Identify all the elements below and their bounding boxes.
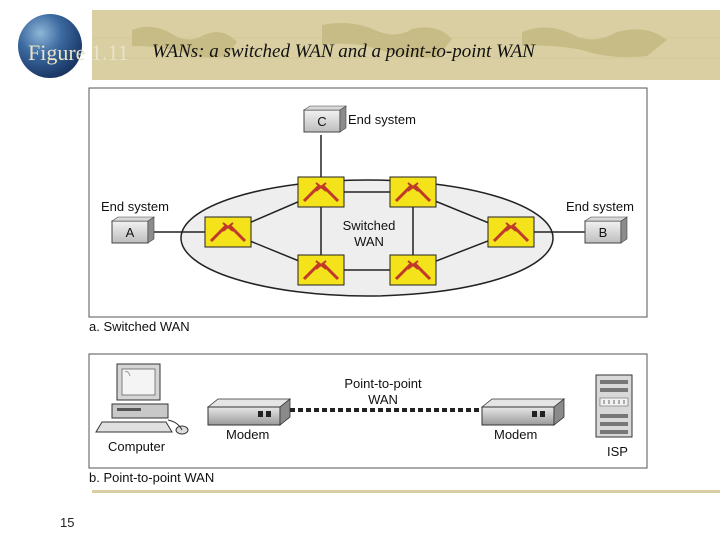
panel-a-caption: a. Switched WAN xyxy=(89,319,190,334)
isp-label: ISP xyxy=(607,444,628,459)
wan-switch xyxy=(204,216,252,248)
bottom-rule xyxy=(92,490,720,493)
switched-wan-cloud xyxy=(180,179,554,297)
end-system-c-id: C xyxy=(317,114,326,129)
isp-server-icon xyxy=(595,374,633,438)
end-system-c-label: End system xyxy=(348,112,416,127)
end-system-c: C xyxy=(303,105,347,133)
wan-switch xyxy=(389,176,437,208)
globe-icon xyxy=(18,14,82,78)
modem-right-icon xyxy=(480,398,566,426)
wan-switch xyxy=(389,254,437,286)
wan-switch xyxy=(297,176,345,208)
end-system-b-id: B xyxy=(599,225,608,240)
figure-title: WANs: a switched WAN and a point-to-poin… xyxy=(152,41,535,62)
cloud-label-line2: WAN xyxy=(354,234,384,249)
figure-label: Figure 1.11 xyxy=(28,40,129,65)
end-system-a-id: A xyxy=(126,225,135,240)
link-label-line1: Point-to-point xyxy=(344,376,422,391)
modem-left-label: Modem xyxy=(226,427,269,442)
end-system-a: A xyxy=(111,216,155,244)
end-system-b: B xyxy=(584,216,628,244)
end-system-a-label: End system xyxy=(101,199,169,214)
cloud-label-line1: Switched xyxy=(343,218,396,233)
panel-b-caption: b. Point-to-point WAN xyxy=(89,470,214,485)
wan-switch xyxy=(487,216,535,248)
link-label-line2: WAN xyxy=(368,392,398,407)
modem-left-icon xyxy=(206,398,292,426)
switched-wan-panel: C End system A End system B End system S… xyxy=(88,87,648,318)
modem-right-label: Modem xyxy=(494,427,537,442)
point-to-point-wan-panel: Computer Modem Point-to-point WAN Modem xyxy=(88,353,648,469)
end-system-b-label: End system xyxy=(566,199,634,214)
computer-label: Computer xyxy=(108,439,166,454)
computer-icon xyxy=(95,363,189,435)
world-map-background xyxy=(92,23,720,59)
wan-switch xyxy=(297,254,345,286)
page-number: 15 xyxy=(60,515,75,530)
slide-header: Figure 1.11 WANs: a switched WAN and a p… xyxy=(0,0,720,80)
